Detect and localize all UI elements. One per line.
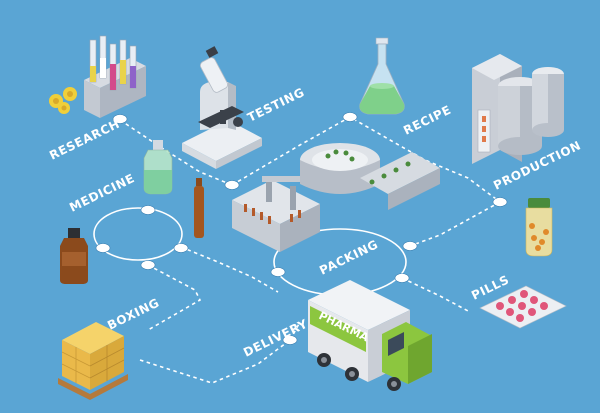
node-packing-left bbox=[270, 267, 286, 277]
connector-nodes bbox=[95, 112, 508, 345]
label-boxing: BOXING bbox=[105, 296, 162, 333]
flower-icon bbox=[49, 87, 77, 114]
node-center bbox=[224, 180, 240, 190]
connector-lines bbox=[93, 116, 501, 384]
label-packing: PACKING bbox=[317, 237, 380, 277]
connector-production-packing bbox=[409, 201, 501, 247]
node-medicine-top bbox=[140, 205, 156, 215]
connector-medicine-boxing bbox=[147, 264, 202, 331]
microscope-icon bbox=[182, 46, 262, 169]
connector-packing-pills bbox=[401, 277, 471, 313]
medicine-cycle-ring bbox=[93, 207, 183, 261]
pallet-boxes-icon bbox=[58, 322, 128, 400]
node-recipe bbox=[342, 112, 358, 122]
label-recipe: RECIPE bbox=[401, 103, 453, 138]
label-research: RESEARCH bbox=[47, 117, 122, 163]
medicine-bottles-icon bbox=[60, 140, 204, 284]
test-tube-rack-icon bbox=[84, 35, 146, 118]
node-production bbox=[492, 197, 508, 207]
node-packing-right bbox=[402, 241, 418, 251]
node-medicine-left bbox=[95, 243, 111, 253]
connector-boxing-delivery bbox=[139, 339, 291, 384]
node-medicine-right bbox=[173, 243, 189, 253]
connector-research-center bbox=[119, 119, 233, 186]
conveyor-machine-icon bbox=[232, 143, 440, 252]
pill-bottle-and-blister-icon bbox=[479, 198, 567, 329]
erlenmeyer-flask-icon bbox=[359, 37, 405, 115]
node-packing-bottom-right bbox=[394, 273, 410, 283]
delivery-truck-icon: PHARMA bbox=[308, 280, 432, 391]
connector-recipe-production bbox=[231, 116, 501, 203]
connector-medicine-packing bbox=[180, 246, 279, 293]
label-delivery: DELIVERY bbox=[241, 317, 310, 360]
node-medicine-bottom bbox=[140, 260, 156, 270]
industrial-tanks-icon bbox=[472, 54, 564, 164]
label-testing: TESTING bbox=[245, 85, 307, 125]
node-delivery bbox=[282, 335, 298, 345]
node-research bbox=[112, 114, 128, 124]
